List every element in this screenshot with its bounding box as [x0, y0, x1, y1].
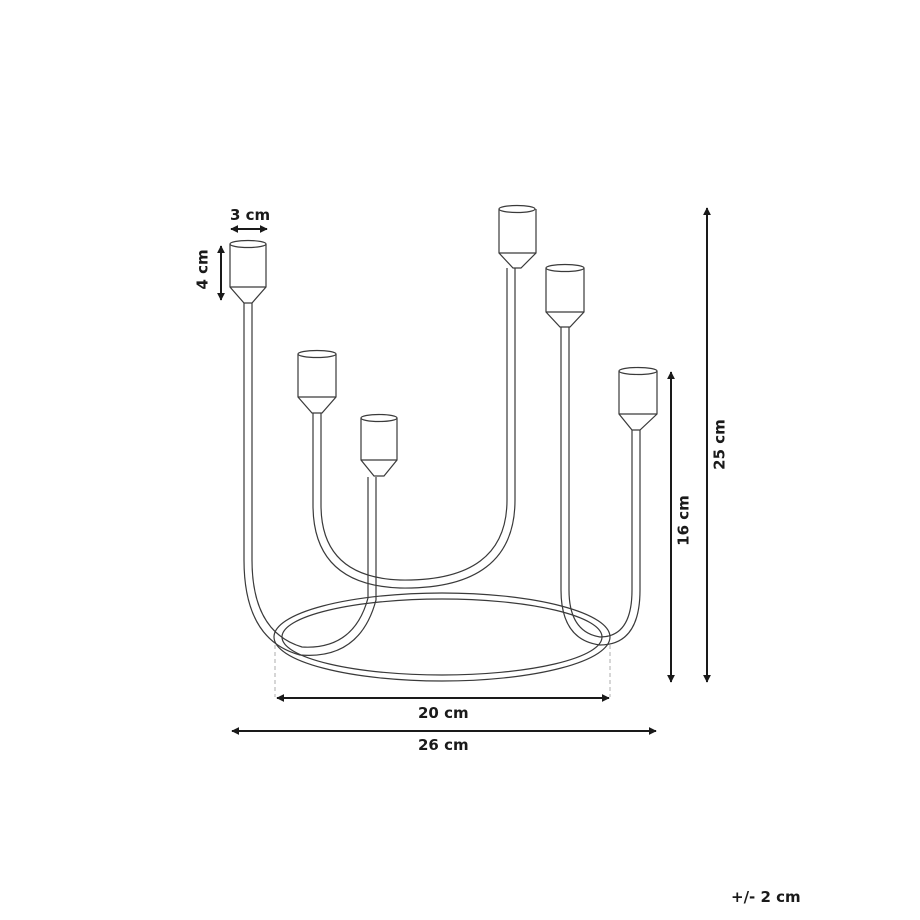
- holder-height-label: 4 cm: [193, 249, 212, 290]
- base-ring-inner: [281, 598, 603, 676]
- arm-left-tall: [229, 239, 377, 656]
- base-width-label: 20 cm: [418, 704, 469, 722]
- short-arm-height-label: 16 cm: [674, 495, 693, 546]
- arm-right-tall: [545, 263, 641, 646]
- holder-right-short: [618, 366, 658, 431]
- tolerance-note: +/- 2 cm: [731, 888, 801, 906]
- arm-left-middle: [297, 268, 516, 589]
- holder-left-short: [360, 413, 398, 477]
- total-width-label: 26 cm: [418, 736, 469, 754]
- holder-center-tall: [498, 204, 537, 269]
- total-height-label: 25 cm: [710, 419, 729, 470]
- base-ring-outer: [273, 592, 611, 682]
- extension-lines: [274, 645, 611, 697]
- dimension-arrows: [217, 207, 711, 735]
- holder-width-label: 3 cm: [230, 206, 271, 224]
- candle-holder-outline: [229, 204, 658, 682]
